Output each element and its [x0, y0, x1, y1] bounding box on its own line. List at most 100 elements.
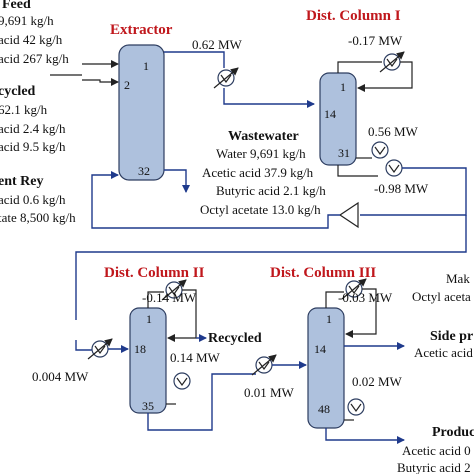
- cooler-icon: [385, 159, 403, 177]
- column2-tray-feed: 18: [134, 342, 146, 356]
- hx-coil-icon: [220, 74, 232, 84]
- column1-tray-bottom: 31: [338, 146, 350, 160]
- feed-line-3: acid 267 kg/h: [0, 51, 69, 66]
- col2-condenser: [161, 279, 187, 301]
- product-line-2: Butyric acid 2: [397, 460, 471, 474]
- condenser-duty-arrow-icon: [161, 279, 187, 301]
- recycled-in-line-2: acid 2.4 kg/h: [0, 121, 66, 136]
- col3-reboiler-duty: 0.02 MW: [352, 374, 403, 389]
- product-title: Produc: [432, 425, 474, 440]
- col2-vapor-line: [147, 291, 164, 308]
- condenser-duty-arrow-icon: [379, 51, 405, 73]
- extractor-vessel: [118, 44, 165, 181]
- col1-distillate-to-col2: [75, 215, 467, 320]
- col3-reflux-line: [345, 288, 377, 338]
- recycle-cooler-duty: -0.98 MW: [374, 181, 429, 196]
- makeup-line-2: Octyl aceta: [412, 289, 471, 304]
- reboiler-icon: [173, 372, 191, 390]
- column3-tray-feed: 14: [314, 342, 326, 356]
- extractor-tray-bottom: 32: [138, 164, 150, 178]
- solvent-line-2: acid 0.6 kg/h: [0, 192, 66, 207]
- col1-reboiler-duty: 0.56 MW: [368, 124, 419, 139]
- column3-title: Dist. Column III: [270, 265, 376, 281]
- feed-title: Feed: [2, 0, 31, 12]
- column2-tray-bottom: 35: [142, 399, 154, 413]
- wastewater-title: Wastewater: [228, 129, 299, 144]
- hx-coil-icon: [258, 361, 270, 371]
- col2-reboiler-duty: 0.14 MW: [170, 350, 221, 365]
- side-product-line-1: Acetic acid: [414, 345, 473, 360]
- condenser-coil-icon: [386, 58, 398, 68]
- col1-vapor-line: [337, 61, 382, 73]
- col3-condenser-duty: -0.03 MW: [338, 290, 393, 305]
- hx-duty-arrow-icon: [213, 67, 239, 89]
- wastewater-line-2: Acetic acid 37.9 kg/h: [202, 165, 314, 180]
- col2-bottoms-line: [147, 373, 256, 431]
- feed-heater: [213, 67, 239, 89]
- reboiler-coil-icon: [176, 377, 188, 387]
- solvent-label: ent Rey acid 0.6 kg/h tate 8,500 kg/h: [0, 174, 76, 225]
- column1-title: Dist. Column I: [306, 8, 401, 24]
- col2-reflux-line: [167, 289, 197, 342]
- extract-line-to-col1: [223, 88, 315, 108]
- extract-line-top: [164, 51, 225, 68]
- column2-title: Dist. Column II: [104, 265, 205, 281]
- recycle-line-right: [360, 167, 467, 216]
- col3-feed-heater-duty: 0.01 MW: [244, 385, 295, 400]
- wastewater-label: Wastewater Water 9,691 kg/h Acetic acid …: [200, 129, 326, 217]
- recycled-in-label: cycled 62.1 kg/h acid 2.4 kg/h acid 9.5 …: [0, 84, 66, 154]
- hx-duty-arrow-icon: [251, 354, 277, 376]
- hx-duty-arrow-icon: [87, 338, 113, 360]
- col2-condenser-duty: -0.14 MW: [142, 290, 197, 305]
- wastewater-line-4: Octyl acetate 13.0 kg/h: [200, 202, 321, 217]
- col2-feed-heater-duty: 0.004 MW: [32, 369, 89, 384]
- col3-condenser: [341, 278, 367, 300]
- product-line: [325, 428, 405, 444]
- col1-reflux-line: [357, 61, 413, 92]
- recycled-out-label: Recycled: [208, 331, 262, 346]
- recycle-cooler: [385, 159, 403, 177]
- wastewater-line-3: Butyric acid 2.1 kg/h: [216, 183, 326, 198]
- column3-tray-top: 1: [326, 312, 332, 326]
- column2-tray-top: 1: [146, 312, 152, 326]
- condenser-coil-icon: [168, 286, 180, 296]
- column1-tray-feed: 14: [324, 107, 336, 121]
- column1-tray-top: 1: [340, 80, 346, 94]
- feed-heater-duty: 0.62 MW: [192, 37, 243, 52]
- col3-vapor-line: [325, 291, 344, 308]
- condenser-duty-arrow-icon: [341, 278, 367, 300]
- wastewater-line-1: Water 9,691 kg/h: [216, 146, 306, 161]
- recycled-in-line-3: acid 9.5 kg/h: [0, 139, 66, 154]
- reboiler-icon: [371, 141, 389, 159]
- column3-tray-bottom: 48: [318, 402, 330, 416]
- col3-feed-heater: [251, 354, 277, 376]
- product-line-1: Acetic acid 0: [402, 443, 471, 458]
- side-product-title: Side pr: [430, 329, 473, 344]
- hx-coil-icon: [94, 345, 106, 355]
- recycled-in-line-1: 62.1 kg/h: [0, 102, 48, 117]
- recycle-in-arrow: [82, 78, 119, 86]
- feed-line-2: acid 42 kg/h: [0, 32, 63, 47]
- reboiler-coil-icon: [350, 403, 362, 413]
- reboiler-coil-icon: [374, 146, 386, 156]
- extractor-tray-feed: 2: [124, 78, 130, 92]
- pump-icon: [338, 201, 359, 229]
- col1-bottoms-line: [337, 165, 378, 177]
- col3-reboiler: [347, 398, 365, 416]
- solvent-line-3: tate 8,500 kg/h: [0, 210, 76, 225]
- makeup-line-1: Mak: [446, 271, 470, 286]
- extractor-tray-top: 1: [143, 59, 149, 73]
- feed-line-1: 9,691 kg/h: [0, 13, 54, 28]
- col2-reboiler: [173, 372, 191, 390]
- recycled-in-title: cycled: [0, 84, 36, 99]
- col2-feed-line: [75, 340, 92, 351]
- wastewater-line: [164, 169, 190, 193]
- reboiler-icon: [347, 398, 365, 416]
- col1-condenser-duty: -0.17 MW: [348, 33, 403, 48]
- col1-condenser: [379, 51, 405, 73]
- solvent-line-1: ent Rey: [0, 174, 44, 189]
- solvent-recycle-line: [91, 171, 340, 229]
- extractor-title: Extractor: [110, 22, 173, 38]
- feed-stream-label: Feed 9,691 kg/h acid 42 kg/h acid 267 kg…: [0, 0, 69, 66]
